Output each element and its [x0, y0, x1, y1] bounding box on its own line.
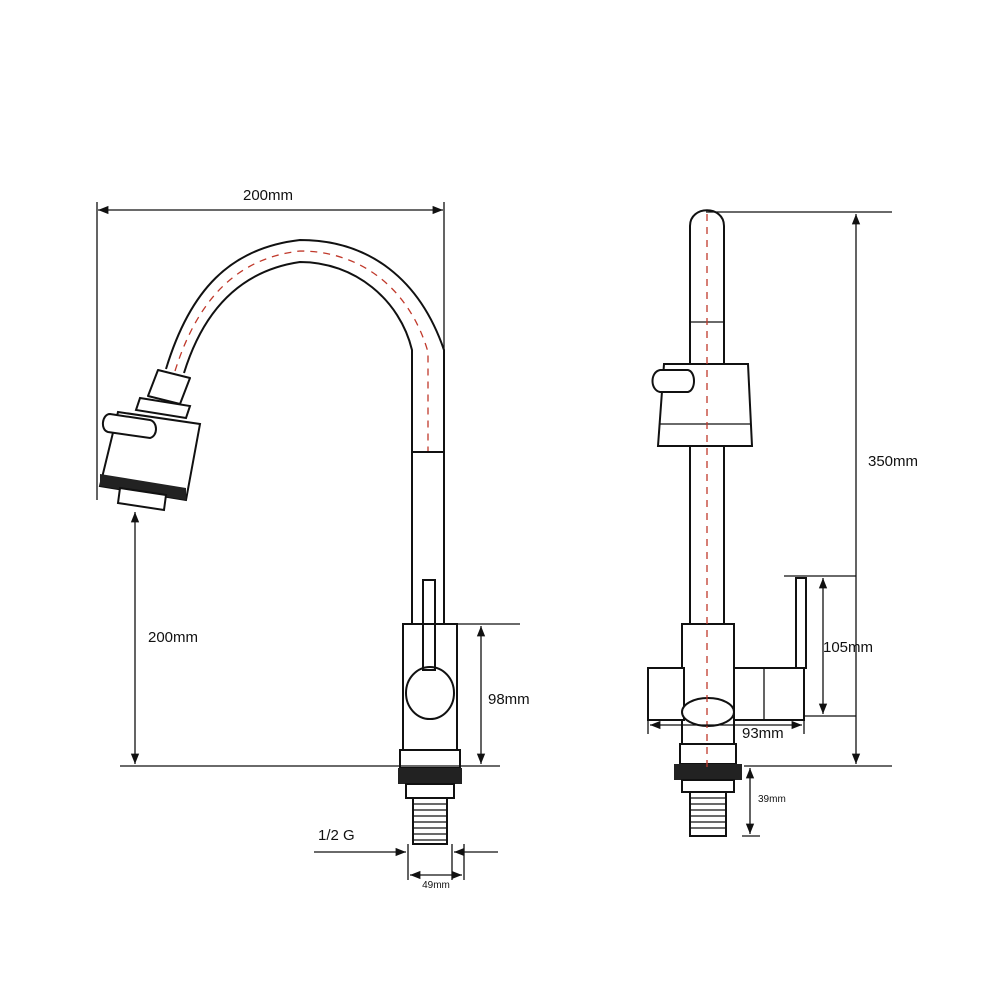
label-front-body-height: 98mm	[488, 691, 530, 708]
label-thread: 1/2 G	[318, 827, 355, 844]
label-side-depth: 93mm	[742, 725, 784, 742]
front-base-nut	[405, 783, 455, 799]
side-base-nut	[681, 779, 735, 793]
side-arm-post	[795, 577, 807, 669]
side-body-ring	[681, 697, 735, 727]
label-side-total-height: 350mm	[868, 453, 918, 470]
side-base-washer	[674, 764, 742, 780]
label-side-thread-length: 39mm	[758, 794, 786, 805]
side-view: 350mm 105mm 93mm 39mm	[647, 209, 918, 837]
front-base-washer	[398, 768, 462, 784]
front-cartridge	[405, 666, 455, 720]
side-base-ring	[679, 743, 737, 765]
side-body-left-cap	[647, 667, 685, 721]
front-neck-collar	[147, 369, 191, 405]
front-head-nozzle	[116, 486, 168, 512]
front-base-ring	[399, 749, 461, 769]
front-head-band	[100, 474, 186, 500]
label-front-spout-height: 200mm	[148, 629, 198, 646]
front-head-button	[102, 412, 157, 440]
front-view: 200mm 200mm 98mm 1/2 G 49mm	[96, 187, 530, 891]
side-thread	[689, 791, 727, 837]
label-front-base-width: 49mm	[422, 880, 450, 891]
side-arm	[733, 667, 805, 721]
front-gooseneck-inner	[183, 261, 413, 452]
front-thread	[412, 797, 448, 845]
side-head-button	[651, 369, 695, 393]
front-centerline	[174, 250, 429, 770]
label-side-arm-height: 105mm	[823, 639, 873, 656]
front-gooseneck-outer	[165, 239, 445, 452]
front-head-ring	[134, 396, 192, 420]
label-front-width: 200mm	[243, 187, 293, 204]
